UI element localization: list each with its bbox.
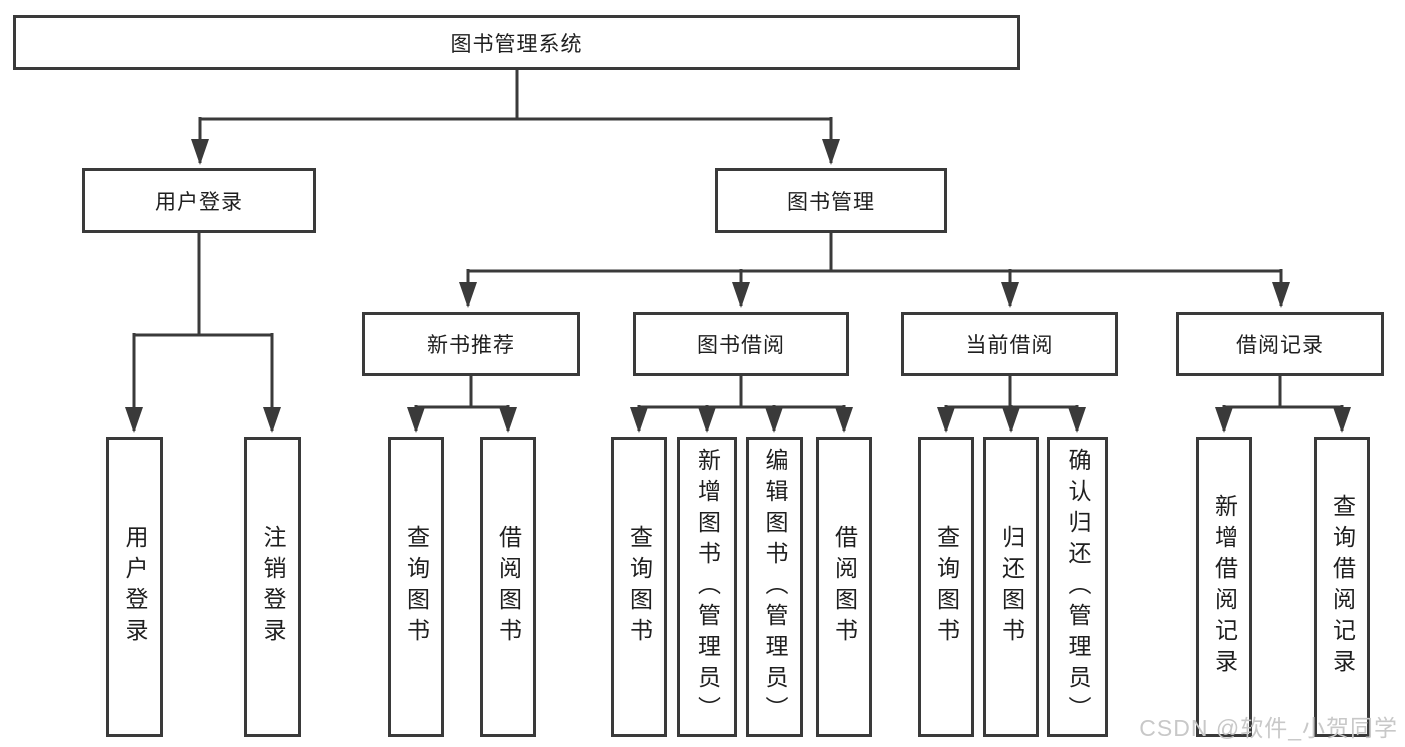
- node-new-book-rec-label: 新书推荐: [427, 334, 515, 357]
- node-new-book-rec: 新书推荐: [362, 312, 580, 376]
- leaf-query-books-3: 查询图书: [918, 437, 974, 737]
- node-book-mgmt-label: 图书管理: [787, 190, 875, 214]
- leaf-logout: 注销登录: [244, 437, 301, 737]
- leaf-borrow-books-1-label: 借阅图书: [495, 525, 522, 649]
- leaf-query-books-1: 查询图书: [388, 437, 444, 737]
- node-root-label: 图书管理系统: [450, 32, 583, 56]
- leaf-borrow-books-2: 借阅图书: [816, 437, 872, 737]
- node-borrow-records-label: 借阅记录: [1236, 334, 1324, 357]
- node-borrow-records: 借阅记录: [1176, 312, 1384, 376]
- leaf-borrow-books-1: 借阅图书: [480, 437, 536, 737]
- leaf-query-books-2-label: 查询图书: [626, 525, 653, 649]
- leaf-return-book-label: 归还图书: [998, 525, 1025, 649]
- node-root: 图书管理系统: [13, 15, 1020, 70]
- leaf-borrow-books-2-label: 借阅图书: [831, 525, 858, 649]
- leaf-confirm-return-admin: 确认归还（管理员）: [1047, 437, 1108, 737]
- node-user-login: 用户登录: [82, 168, 316, 233]
- node-book-borrow: 图书借阅: [633, 312, 849, 376]
- leaf-add-book-admin-label: 新增图书（管理员）: [694, 447, 721, 727]
- leaf-add-borrow-record-label: 新增借阅记录: [1211, 494, 1238, 680]
- node-book-borrow-label: 图书借阅: [697, 334, 785, 357]
- leaf-return-book: 归还图书: [983, 437, 1039, 737]
- node-book-mgmt: 图书管理: [715, 168, 947, 233]
- leaf-user-login: 用户登录: [106, 437, 163, 737]
- node-current-borrow: 当前借阅: [901, 312, 1118, 376]
- leaf-query-borrow-record-label: 查询借阅记录: [1329, 494, 1356, 680]
- leaf-confirm-return-admin-label: 确认归还（管理员）: [1065, 447, 1091, 727]
- leaf-query-books-3-label: 查询图书: [933, 525, 960, 649]
- leaf-edit-book-admin: 编辑图书（管理员）: [746, 437, 803, 737]
- leaf-logout-label: 注销登录: [260, 525, 286, 649]
- leaf-add-book-admin: 新增图书（管理员）: [677, 437, 737, 737]
- node-user-login-label: 用户登录: [155, 190, 243, 214]
- leaf-query-borrow-record: 查询借阅记录: [1314, 437, 1370, 737]
- node-current-borrow-label: 当前借阅: [965, 334, 1054, 357]
- watermark: CSDN @软件_小贺同学: [1139, 715, 1398, 741]
- leaf-add-borrow-record: 新增借阅记录: [1196, 437, 1252, 737]
- leaf-query-books-1-label: 查询图书: [403, 525, 430, 649]
- leaf-query-books-2: 查询图书: [611, 437, 667, 737]
- leaf-user-login-label: 用户登录: [122, 525, 148, 649]
- leaf-edit-book-admin-label: 编辑图书（管理员）: [762, 447, 788, 727]
